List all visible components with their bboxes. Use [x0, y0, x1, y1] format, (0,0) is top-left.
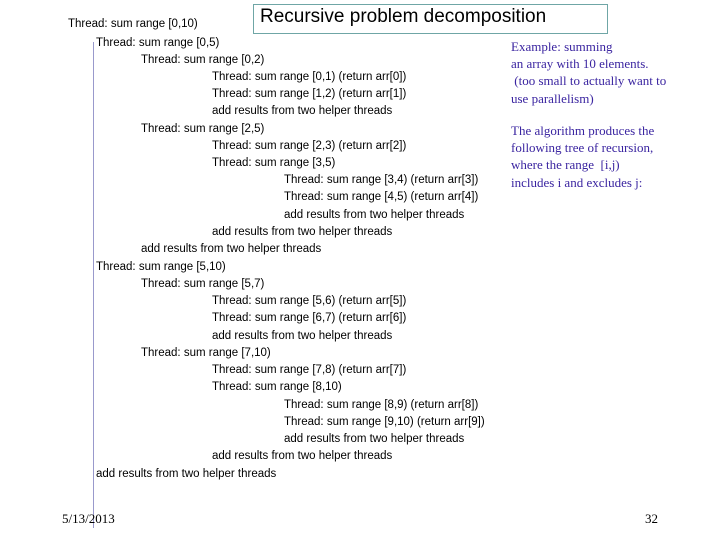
tree-line: add results from two helper threads — [212, 450, 393, 462]
slide-title: Recursive problem decomposition — [260, 6, 547, 27]
tree-line: Thread: sum range [0,10) — [68, 18, 198, 30]
slide-date: 5/13/2013 — [62, 511, 115, 526]
tree-line: add results from two helper threads — [141, 243, 322, 255]
tree-line: Thread: sum range [3,4) (return arr[3]) — [284, 174, 479, 186]
tree-line: Thread: sum range [9,10) (return arr[9]) — [284, 416, 485, 428]
tree-line: add results from two helper threads — [212, 226, 393, 238]
tree-line: Thread: sum range [5,7) — [141, 278, 265, 290]
tree-line: add results from two helper threads — [284, 433, 465, 445]
tree-line: add results from two helper threads — [212, 105, 393, 117]
algorithm-note: The algorithm produces the following tre… — [511, 123, 655, 190]
tree-line: add results from two helper threads — [284, 209, 465, 221]
title-frame — [253, 4, 608, 34]
tree-line: Thread: sum range [2,5) — [141, 123, 265, 135]
tree-line: Thread: sum range [8,10) — [212, 381, 342, 393]
tree-line: Thread: sum range [7,8) (return arr[7]) — [212, 364, 407, 376]
tree-line: Thread: sum range [0,5) — [96, 37, 220, 49]
tree-line: Thread: sum range [5,6) (return arr[5]) — [212, 295, 407, 307]
tree-line: Thread: sum range [5,10) — [96, 261, 226, 273]
tree-line: Thread: sum range [1,2) (return arr[1]) — [212, 88, 407, 100]
tree-line: Thread: sum range [7,10) — [141, 347, 271, 359]
tree-line: Thread: sum range [2,3) (return arr[2]) — [212, 140, 407, 152]
tree-line: Thread: sum range [0,1) (return arr[0]) — [212, 71, 407, 83]
tree-line: Thread: sum range [0,2) — [141, 54, 265, 66]
tree-line: Thread: sum range [6,7) (return arr[6]) — [212, 312, 407, 324]
page-number: 32 — [645, 511, 658, 526]
tree-line: Thread: sum range [8,9) (return arr[8]) — [284, 399, 479, 411]
tree-line: add results from two helper threads — [96, 468, 277, 480]
tree-line: add results from two helper threads — [212, 330, 393, 342]
tree-vertical-rule — [93, 42, 94, 528]
tree-line: Thread: sum range [4,5) (return arr[4]) — [284, 191, 479, 203]
tree-line: Thread: sum range [3,5) — [212, 157, 336, 169]
example-note: Example: summing an array with 10 elemen… — [511, 39, 667, 106]
